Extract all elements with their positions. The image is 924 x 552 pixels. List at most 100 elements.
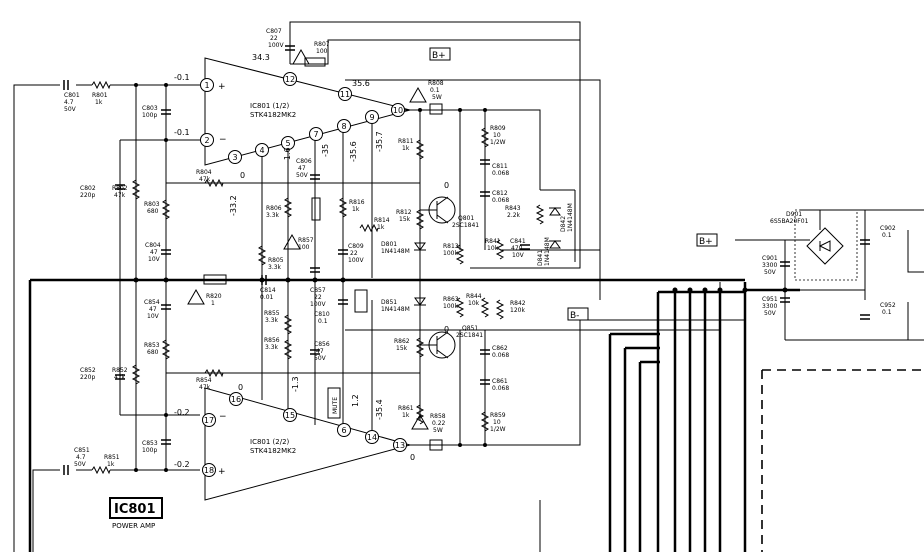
resistor-r811 — [415, 139, 425, 160]
label: 5W — [433, 427, 443, 434]
label: R816 — [349, 199, 365, 206]
label: 0.1 — [882, 232, 892, 239]
diode-d801 — [414, 242, 426, 251]
label: 50V — [74, 461, 87, 468]
label: C801 — [64, 92, 80, 99]
resistor-r858 — [429, 439, 443, 451]
label: 10 — [493, 419, 501, 426]
label: 0.1 — [318, 318, 328, 325]
label: R801 — [92, 92, 108, 99]
label: 10k — [487, 245, 499, 252]
component-labels: C801 4.7 50V R801 1k C803 100p C802 220p… — [64, 28, 896, 468]
label: R844 — [466, 293, 482, 300]
capacitor-c804 — [161, 249, 171, 255]
label: 5W — [432, 94, 442, 101]
capacitor-c857 — [310, 267, 320, 273]
resistor-r813 — [455, 244, 465, 265]
voltage: -0.1 — [174, 73, 190, 82]
pin-label: 7 — [313, 130, 318, 139]
label: 100k — [443, 303, 458, 310]
capacitor-c856 — [310, 349, 320, 355]
ic-pin — [391, 103, 405, 117]
label: 100V — [348, 257, 364, 264]
capacitor-c803 — [161, 109, 171, 115]
voltage: -35.6 — [349, 141, 358, 162]
label: 100p — [142, 112, 157, 119]
pin-label: 6 — [341, 426, 346, 435]
ic-bottom-part: STK4182MK2 — [250, 447, 296, 455]
label: R858 — [430, 413, 446, 420]
label: 0.01 — [260, 294, 274, 301]
label: C851 — [74, 447, 90, 454]
label: 22 — [270, 35, 278, 42]
ic801-top-amplifier — [204, 57, 412, 166]
pin-label: 16 — [231, 395, 241, 404]
label: 100 — [316, 48, 328, 55]
ic-pin — [255, 143, 269, 157]
diode-d851 — [414, 297, 426, 306]
capacitor-c806 — [310, 174, 320, 180]
label: 3300 — [762, 303, 777, 310]
resistor-r851 — [91, 465, 111, 475]
label: C852 — [80, 367, 96, 374]
label: D841 — [537, 250, 544, 266]
capacitor-c811 — [480, 159, 490, 165]
resistor-r857 — [311, 197, 321, 221]
pin-label: 5 — [285, 139, 290, 148]
rail-tag-bplus-top: B+ — [429, 47, 451, 61]
label: 100 — [298, 244, 310, 251]
pin-label: 11 — [340, 90, 350, 99]
rail-tag-bplus-right: B+ — [696, 233, 718, 247]
label: 1/2W — [490, 139, 506, 146]
resistor-r852 — [131, 364, 141, 385]
resistor-r843 — [535, 204, 545, 225]
label: 100k — [443, 250, 458, 257]
label: D801 — [381, 241, 397, 248]
label: R807 — [314, 41, 330, 48]
pin-label: 18 — [204, 466, 214, 475]
resistor-r814 — [359, 223, 379, 233]
label: C802 — [80, 185, 96, 192]
label: C951 — [762, 296, 778, 303]
label: 47k — [199, 384, 211, 391]
capacitor-c851 — [63, 465, 69, 475]
label: D851 — [381, 299, 397, 306]
capacitor-c809 — [338, 249, 348, 255]
voltage: 0 — [444, 325, 449, 334]
ic-pin — [202, 463, 216, 477]
voltage: -35.4 — [375, 399, 384, 420]
resistor-r804 — [204, 178, 224, 188]
rail-tag-text: B+ — [432, 51, 446, 61]
capacitor-c802 — [115, 184, 125, 190]
ic-pin — [338, 87, 352, 101]
label: 0.068 — [492, 385, 509, 392]
label: 220p — [80, 192, 95, 199]
pin-label: 13 — [395, 441, 405, 450]
pin-label: 4 — [259, 146, 264, 155]
label: 4.7 — [64, 99, 74, 106]
label: R811 — [398, 138, 414, 145]
resistor-r805 — [257, 245, 267, 266]
label: C862 — [492, 345, 508, 352]
ic-pin — [337, 423, 351, 437]
label: C952 — [880, 302, 896, 309]
label: 100V — [310, 301, 326, 308]
resistor-r806 — [283, 197, 293, 218]
rail-tag-text: B+ — [699, 237, 713, 247]
pin-label: 3 — [232, 153, 237, 162]
ic-pin — [229, 392, 243, 406]
resistor-r842 — [495, 299, 505, 320]
label: 10V — [148, 256, 161, 263]
mute-tag-text: MUTE — [332, 397, 339, 414]
label: 10V — [512, 252, 525, 259]
capacitor-c862 — [480, 349, 490, 355]
label: 15k — [396, 345, 408, 352]
pin-label: 15 — [285, 411, 295, 420]
label: R812 — [396, 209, 412, 216]
label: R805 — [268, 257, 284, 264]
label: 10V — [147, 313, 160, 320]
resistor-r841 — [495, 239, 505, 260]
diode-d841 — [549, 240, 561, 249]
voltage: -35.7 — [375, 131, 384, 152]
transistor-q851 — [420, 331, 456, 359]
